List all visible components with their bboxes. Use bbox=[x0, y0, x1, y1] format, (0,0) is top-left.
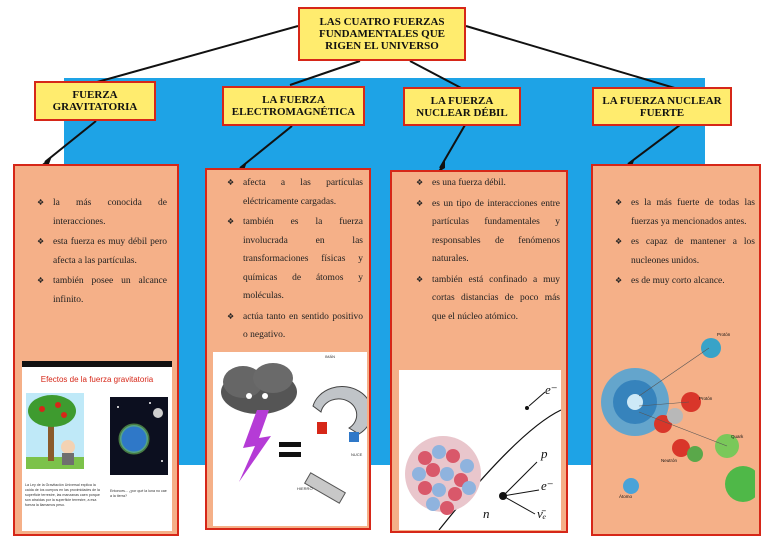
panel-gravitatoria: la más conocida de interacciones. esta f… bbox=[13, 164, 179, 536]
label-iman: IMÁN bbox=[325, 354, 335, 359]
gravity-caption-right: Entonces... ¿por qué la luna no cae a la… bbox=[110, 489, 167, 498]
label-proton-2: Protón bbox=[699, 396, 713, 401]
list-gravitatoria: la más conocida de interacciones. esta f… bbox=[37, 194, 167, 311]
label-atom: Átomo bbox=[619, 494, 633, 499]
label-quark: Quark bbox=[731, 434, 744, 439]
gravity-illustration bbox=[22, 361, 172, 475]
label-electron-2: e⁻ bbox=[541, 478, 554, 493]
list-nuclear-debil: es una fuerza débil. es un tipo de inter… bbox=[416, 174, 560, 328]
list-item: es de muy corto alcance. bbox=[615, 272, 755, 291]
label-antineutrino: ν̄ₑ bbox=[537, 506, 547, 521]
strong-force-image: Protón Protón Neutrón Quark Átomo bbox=[599, 316, 755, 530]
panel-electromagnetica: afecta a las partículas eléctricamente c… bbox=[205, 168, 371, 530]
list-item: es un tipo de interacciones entre partíc… bbox=[416, 195, 560, 269]
main-title: LAS CUATRO FUERZAS FUNDAMENTALES QUE RIG… bbox=[298, 7, 466, 61]
label-side: NUCE bbox=[351, 452, 363, 457]
list-item: es una fuerza débil. bbox=[416, 174, 560, 193]
panel-nuclear-fuerte: es la más fuerte de todas las fuerzas ya… bbox=[591, 164, 761, 536]
list-electromagnetica: afecta a las partículas eléctricamente c… bbox=[227, 174, 363, 347]
label-proton-1: Protón bbox=[717, 332, 731, 337]
panel-nuclear-debil: es una fuerza débil. es un tipo de inter… bbox=[390, 170, 568, 533]
weak-force-image: e⁻ p e⁻ n ν̄ₑ bbox=[399, 370, 561, 530]
strong-force-illustration bbox=[601, 338, 755, 502]
list-item: la más conocida de interacciones. bbox=[37, 194, 167, 231]
list-nuclear-fuerte: es la más fuerte de todas las fuerzas ya… bbox=[615, 194, 755, 293]
label-proton: p bbox=[541, 446, 548, 461]
label-hierro: HIERRO bbox=[297, 486, 313, 491]
label-neutron: Neutrón bbox=[661, 458, 678, 463]
heading-gravitatoria: FUERZA GRAVITATORIA bbox=[34, 81, 156, 121]
list-item: también es la fuerza involucrada en las … bbox=[227, 213, 363, 306]
gravity-caption-left: La Ley de la Gravitación Universal expli… bbox=[25, 483, 100, 507]
heading-electromagnetica: LA FUERZA ELECTROMAGNÉTICA bbox=[222, 86, 365, 126]
list-item: actúa tanto en sentido positivo o negati… bbox=[227, 308, 363, 345]
electromagnetic-image: IMÁN HIERRO NUCE bbox=[213, 352, 367, 526]
list-item: afecta a las partículas eléctricamente c… bbox=[227, 174, 363, 211]
gravity-image-title: Efectos de la fuerza gravitatoria bbox=[40, 375, 154, 384]
weak-force-illustration bbox=[405, 391, 561, 530]
list-item: es capaz de mantener a los nucleones uni… bbox=[615, 233, 755, 270]
heading-nuclear-fuerte: LA FUERZA NUCLEAR FUERTE bbox=[592, 87, 732, 126]
list-item: es la más fuerte de todas las fuerzas ya… bbox=[615, 194, 755, 231]
list-item: también posee un alcance infinito. bbox=[37, 272, 167, 309]
label-neutron: n bbox=[483, 506, 490, 521]
electromagnetic-illustration bbox=[221, 363, 367, 504]
heading-nuclear-debil: LA FUERZA NUCLEAR DÉBIL bbox=[403, 87, 521, 126]
list-item: también está confinado a muy cortas dist… bbox=[416, 271, 560, 327]
gravity-image: Efectos de la fuerza gravitatoria La Ley… bbox=[22, 361, 172, 531]
list-item: esta fuerza es muy débil pero afecta a l… bbox=[37, 233, 167, 270]
label-electron-1: e⁻ bbox=[545, 382, 558, 397]
